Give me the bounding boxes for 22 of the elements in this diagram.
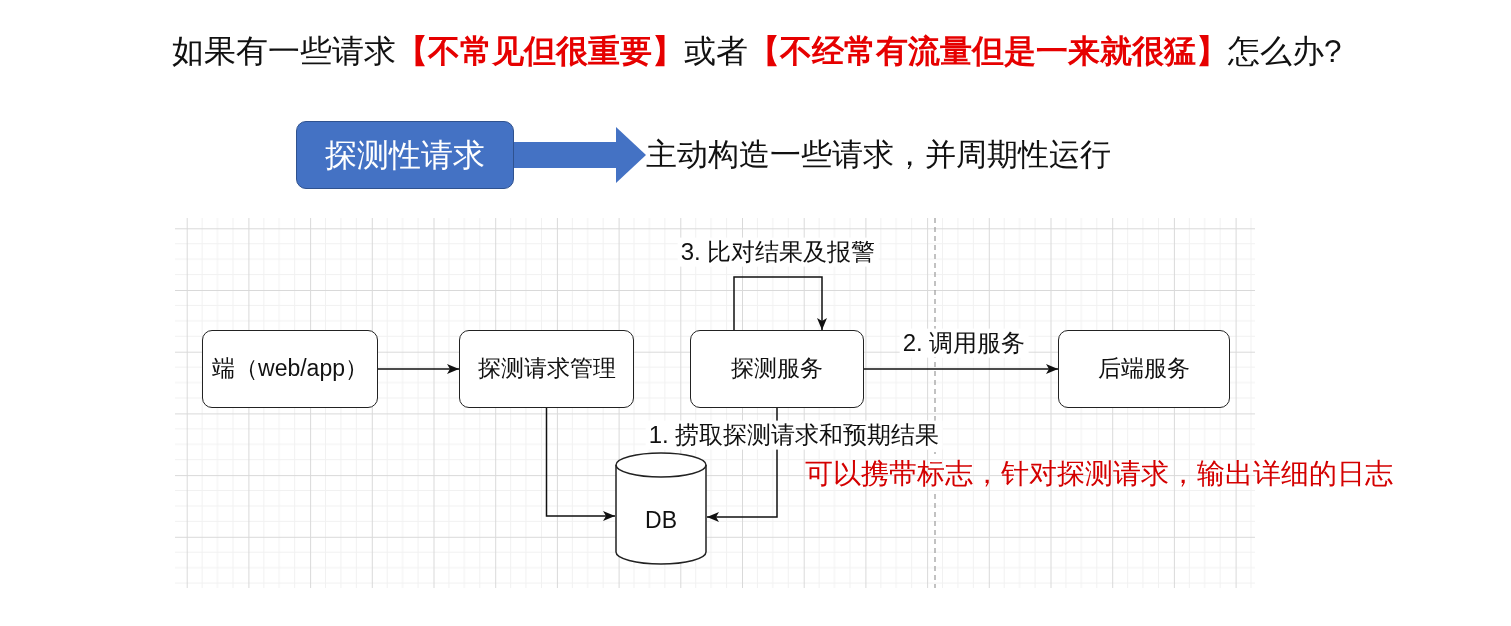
description-text: 主动构造一些请求，并周期性运行 (646, 133, 1128, 177)
loop-arrow (733, 276, 827, 331)
process-box (202, 330, 378, 408)
arrow (377, 364, 460, 374)
heading-box (296, 121, 514, 189)
title: 如果有一些请求【不常见但很重要】或者【不经常有流量但是一来就很猛】怎么办? (172, 32, 1342, 71)
node-label: 探测请求管理 (477, 355, 616, 383)
note-text: 可以携带标志，针对探测请求，输出详细的日志 (805, 457, 1393, 491)
edge-label: 2. 调用服务 (899, 328, 1029, 358)
node-label: 探测性请求 (325, 135, 485, 175)
node-label: 探测服务 (731, 355, 823, 383)
node-label: DB (645, 506, 677, 535)
node-label: 端（web/app） (212, 355, 368, 383)
block-arrow (514, 127, 646, 183)
process-box (690, 330, 864, 408)
arrow (545, 407, 616, 521)
edge-label: 1. 捞取探测请求和预期结果 (645, 420, 943, 450)
node-label: 后端服务 (1098, 355, 1190, 383)
edge-label: 3. 比对结果及报警 (677, 237, 879, 267)
arrow (863, 364, 1059, 374)
process-box (459, 330, 634, 408)
process-box (1058, 330, 1230, 408)
